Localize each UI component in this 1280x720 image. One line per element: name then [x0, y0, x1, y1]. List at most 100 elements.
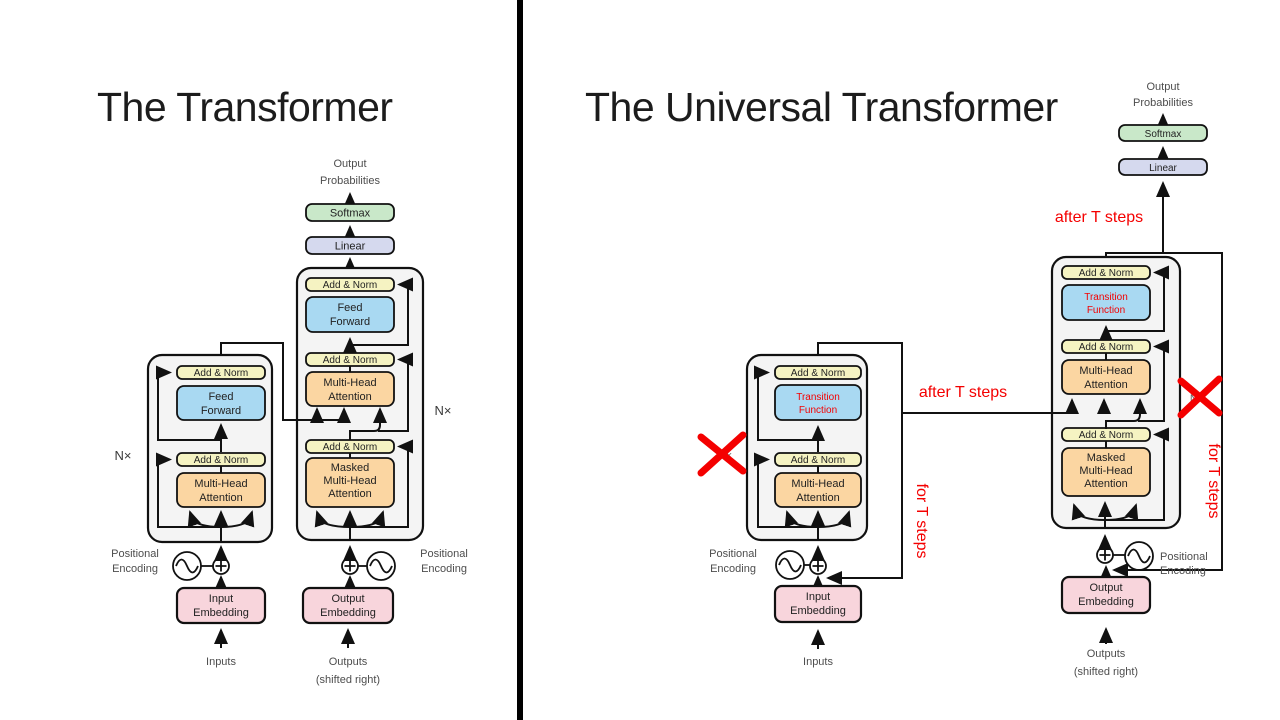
for-t-steps-annotation-encoder: for T steps — [913, 484, 930, 559]
after-t-steps-annotation: after T steps — [919, 384, 1007, 401]
add-norm-label: Add & Norm — [323, 280, 377, 291]
positional-encoding-label: Positional — [420, 548, 468, 560]
inputs-label: Inputs — [803, 656, 833, 668]
softmax-label: Softmax — [1145, 129, 1182, 140]
softmax-label: Softmax — [330, 208, 371, 220]
cross-attention-input-center — [337, 407, 351, 423]
encoder-mha-box — [774, 472, 862, 508]
left-panel-title: The Transformer — [97, 84, 393, 130]
decoder-masked-mha-box — [305, 457, 395, 508]
outputs-label: Outputs — [329, 656, 368, 668]
inputs-label: Inputs — [206, 656, 236, 668]
decoder-transition-function-box — [1061, 284, 1151, 321]
multi-head-attention-label: Attention — [1084, 379, 1127, 391]
encoder-self-attn-left — [187, 510, 222, 528]
decoder-residual-loop-ff — [350, 277, 413, 346]
linear-box — [1118, 158, 1208, 176]
multi-head-attention-label: Multi-Head — [791, 478, 844, 490]
panel-divider — [517, 0, 523, 720]
decoder-add-norm-top-box — [1061, 265, 1151, 280]
masked-input-left — [314, 510, 351, 528]
feed-forward-label: Forward — [330, 316, 370, 328]
output-embedding-label: Embedding — [1078, 596, 1134, 608]
input-embedding-box — [773, 584, 863, 624]
plus-circle-icon — [1099, 549, 1111, 561]
feed-forward-label: Forward — [201, 405, 241, 417]
feed-forward-label: Feed — [337, 302, 362, 314]
plus-circle-icon — [812, 560, 824, 572]
encoder-to-decoder-bus — [220, 342, 346, 421]
positional-encoding-label: Positional — [709, 548, 757, 560]
output-probabilities-label: Probabilities — [1133, 97, 1193, 109]
linear-label: Linear — [1149, 163, 1177, 174]
multi-head-attention-label: Multi-Head — [323, 377, 376, 389]
input-embedding-label: Input — [209, 593, 233, 605]
sine-wave-icon — [175, 558, 199, 574]
red-x-mark-decoder — [1177, 375, 1223, 419]
linear-box — [305, 236, 395, 255]
encoder-residual-loop-ff — [156, 365, 221, 441]
encoder-self-attn-left — [784, 510, 819, 528]
masked-mha-label: Masked — [331, 462, 370, 474]
decoder-mha-box — [1061, 359, 1151, 395]
multi-head-attention-label: Attention — [796, 492, 839, 504]
add-norm-label: Add & Norm — [194, 455, 248, 466]
outputs-label: Outputs — [1087, 648, 1126, 660]
universal-transformer-diagram: The Universal Transformer Output Probabi… — [585, 81, 1223, 678]
encoder-feed-forward-box — [176, 385, 266, 421]
output-embedding-box — [301, 586, 395, 625]
encoder-block — [146, 353, 274, 544]
decoder-masked-mha-box — [1061, 447, 1151, 497]
multi-head-attention-label: Attention — [328, 391, 371, 403]
decoder-add-norm-top-box — [305, 277, 395, 292]
add-norm-label: Add & Norm — [1079, 430, 1133, 441]
feed-forward-label: Feed — [208, 391, 233, 403]
transformer-diagram: The Transformer Output Probabilities Sof… — [97, 84, 468, 686]
cross-attention-input-left — [310, 407, 324, 423]
input-embedding-label: Input — [806, 591, 830, 603]
add-norm-label: Add & Norm — [1079, 268, 1133, 279]
red-x-mark-encoder — [697, 431, 747, 477]
decoder-mha-box — [305, 371, 395, 407]
add-norm-label: Add & Norm — [194, 368, 248, 379]
encoder-transition-function-box — [774, 384, 862, 421]
add-norm-label: Add & Norm — [323, 355, 377, 366]
decoder-residual-loop-tf — [1106, 265, 1169, 332]
cross-attention-input-center — [1097, 398, 1111, 414]
encoder-self-attn-right — [817, 510, 852, 528]
output-probabilities-label: Probabilities — [320, 175, 380, 187]
encoder-add-norm-top-box — [774, 365, 862, 380]
sine-wave-icon — [369, 558, 393, 574]
outputs-label: (shifted right) — [1074, 666, 1138, 678]
positional-encoding-label: Encoding — [112, 563, 158, 575]
decoder-residual-loop-mha — [378, 352, 413, 432]
sine-wave-icon — [1124, 541, 1154, 571]
transition-function-label: Transition — [1084, 292, 1128, 303]
transition-function-label: Transition — [796, 392, 840, 403]
input-embedding-box — [175, 586, 267, 625]
encoder-add-norm-top-box — [176, 365, 266, 380]
softmax-box — [305, 203, 395, 222]
positional-encoding-label: Positional — [1160, 551, 1208, 563]
sine-wave-icon — [778, 557, 802, 573]
after-t-steps-wire-encoder-to-decoder — [902, 398, 1079, 414]
multi-head-attention-label: Multi-Head — [1079, 365, 1132, 377]
plus-circle-icon — [215, 560, 227, 572]
nx-label-decoder: N× — [435, 403, 452, 418]
masked-mha-label: Multi-Head — [323, 475, 376, 487]
outputs-label: (shifted right) — [316, 674, 380, 686]
output-embedding-box — [1060, 575, 1152, 615]
decoder-feed-forward-box — [305, 296, 395, 333]
encoder-mha-box — [176, 472, 266, 508]
sine-wave-icon — [1127, 548, 1151, 564]
for-t-steps-annotation-decoder: for T steps — [1205, 444, 1222, 519]
sine-wave-icon — [366, 551, 396, 581]
masked-input-right — [349, 510, 386, 528]
nx-label-encoder: N× — [115, 448, 132, 463]
right-panel-title: The Universal Transformer — [585, 84, 1058, 130]
multi-head-attention-label: Attention — [199, 492, 242, 504]
masked-mha-label: Attention — [1084, 478, 1127, 490]
positional-encoding-label: Encoding — [421, 563, 467, 575]
encoder-residual-loop-tf — [754, 365, 818, 441]
